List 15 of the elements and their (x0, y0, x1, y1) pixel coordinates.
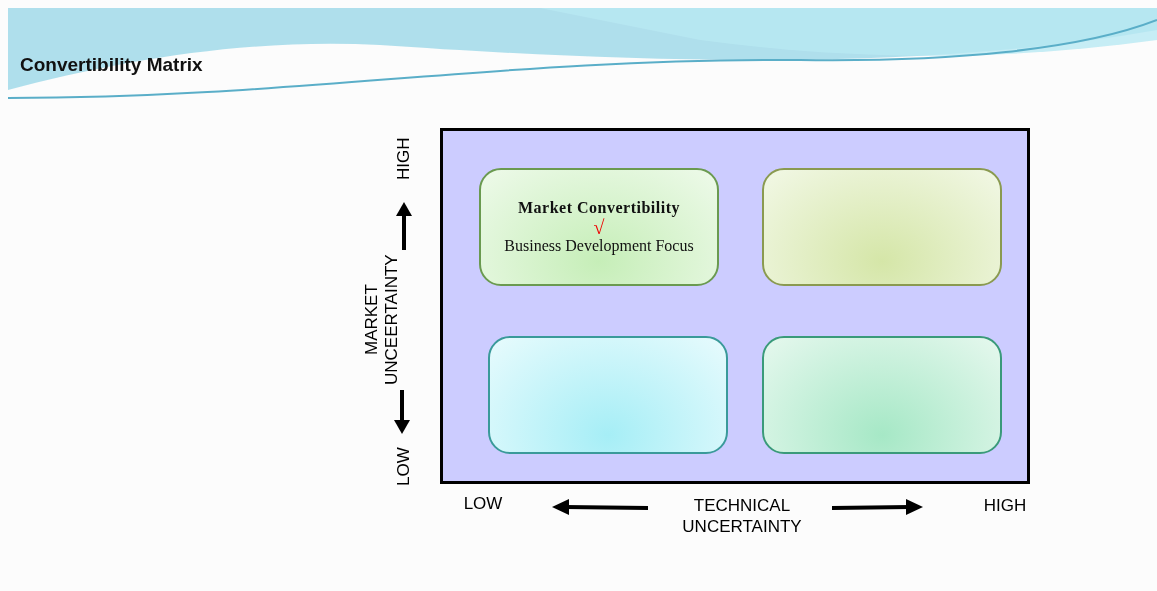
quadrant-box (488, 336, 728, 454)
axis-title: TECHNICAL UNCERTAINTY (681, 495, 803, 537)
axis-label: HIGH (982, 495, 1028, 516)
slide-title: Convertibility Matrix (20, 54, 203, 76)
check-mark: √ (593, 217, 605, 237)
matrix-panel (440, 128, 1030, 484)
quadrant-box (479, 168, 719, 286)
axis-label: HIGH (394, 138, 414, 180)
quadrant-text: Business Development Focus (503, 237, 695, 255)
axis-label: LOW (394, 448, 414, 486)
quadrant-heading: Market Convertibility (517, 199, 681, 217)
axis-label: LOW (462, 493, 504, 514)
axis-title: MARKET UNCEERTAINTY (362, 255, 402, 385)
quadrant-box (762, 168, 1002, 286)
quadrant-box (762, 336, 1002, 454)
